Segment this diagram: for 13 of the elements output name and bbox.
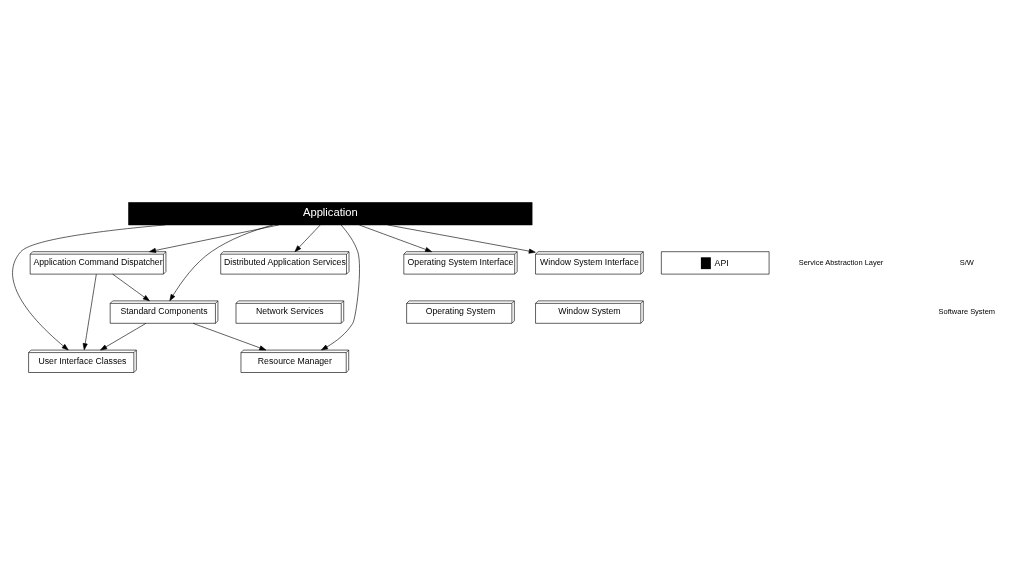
arrow — [294, 224, 321, 252]
arrow — [358, 224, 432, 252]
arrow — [112, 273, 150, 301]
arrow — [149, 224, 280, 253]
arrow — [100, 322, 147, 350]
arrow — [321, 224, 360, 350]
arrow — [387, 224, 536, 254]
arrow — [169, 224, 274, 301]
arrow — [12, 224, 166, 350]
arrow — [192, 322, 267, 350]
legend-label: API — [714, 257, 729, 268]
node-box: Application — [128, 201, 533, 225]
arrow — [82, 273, 97, 350]
